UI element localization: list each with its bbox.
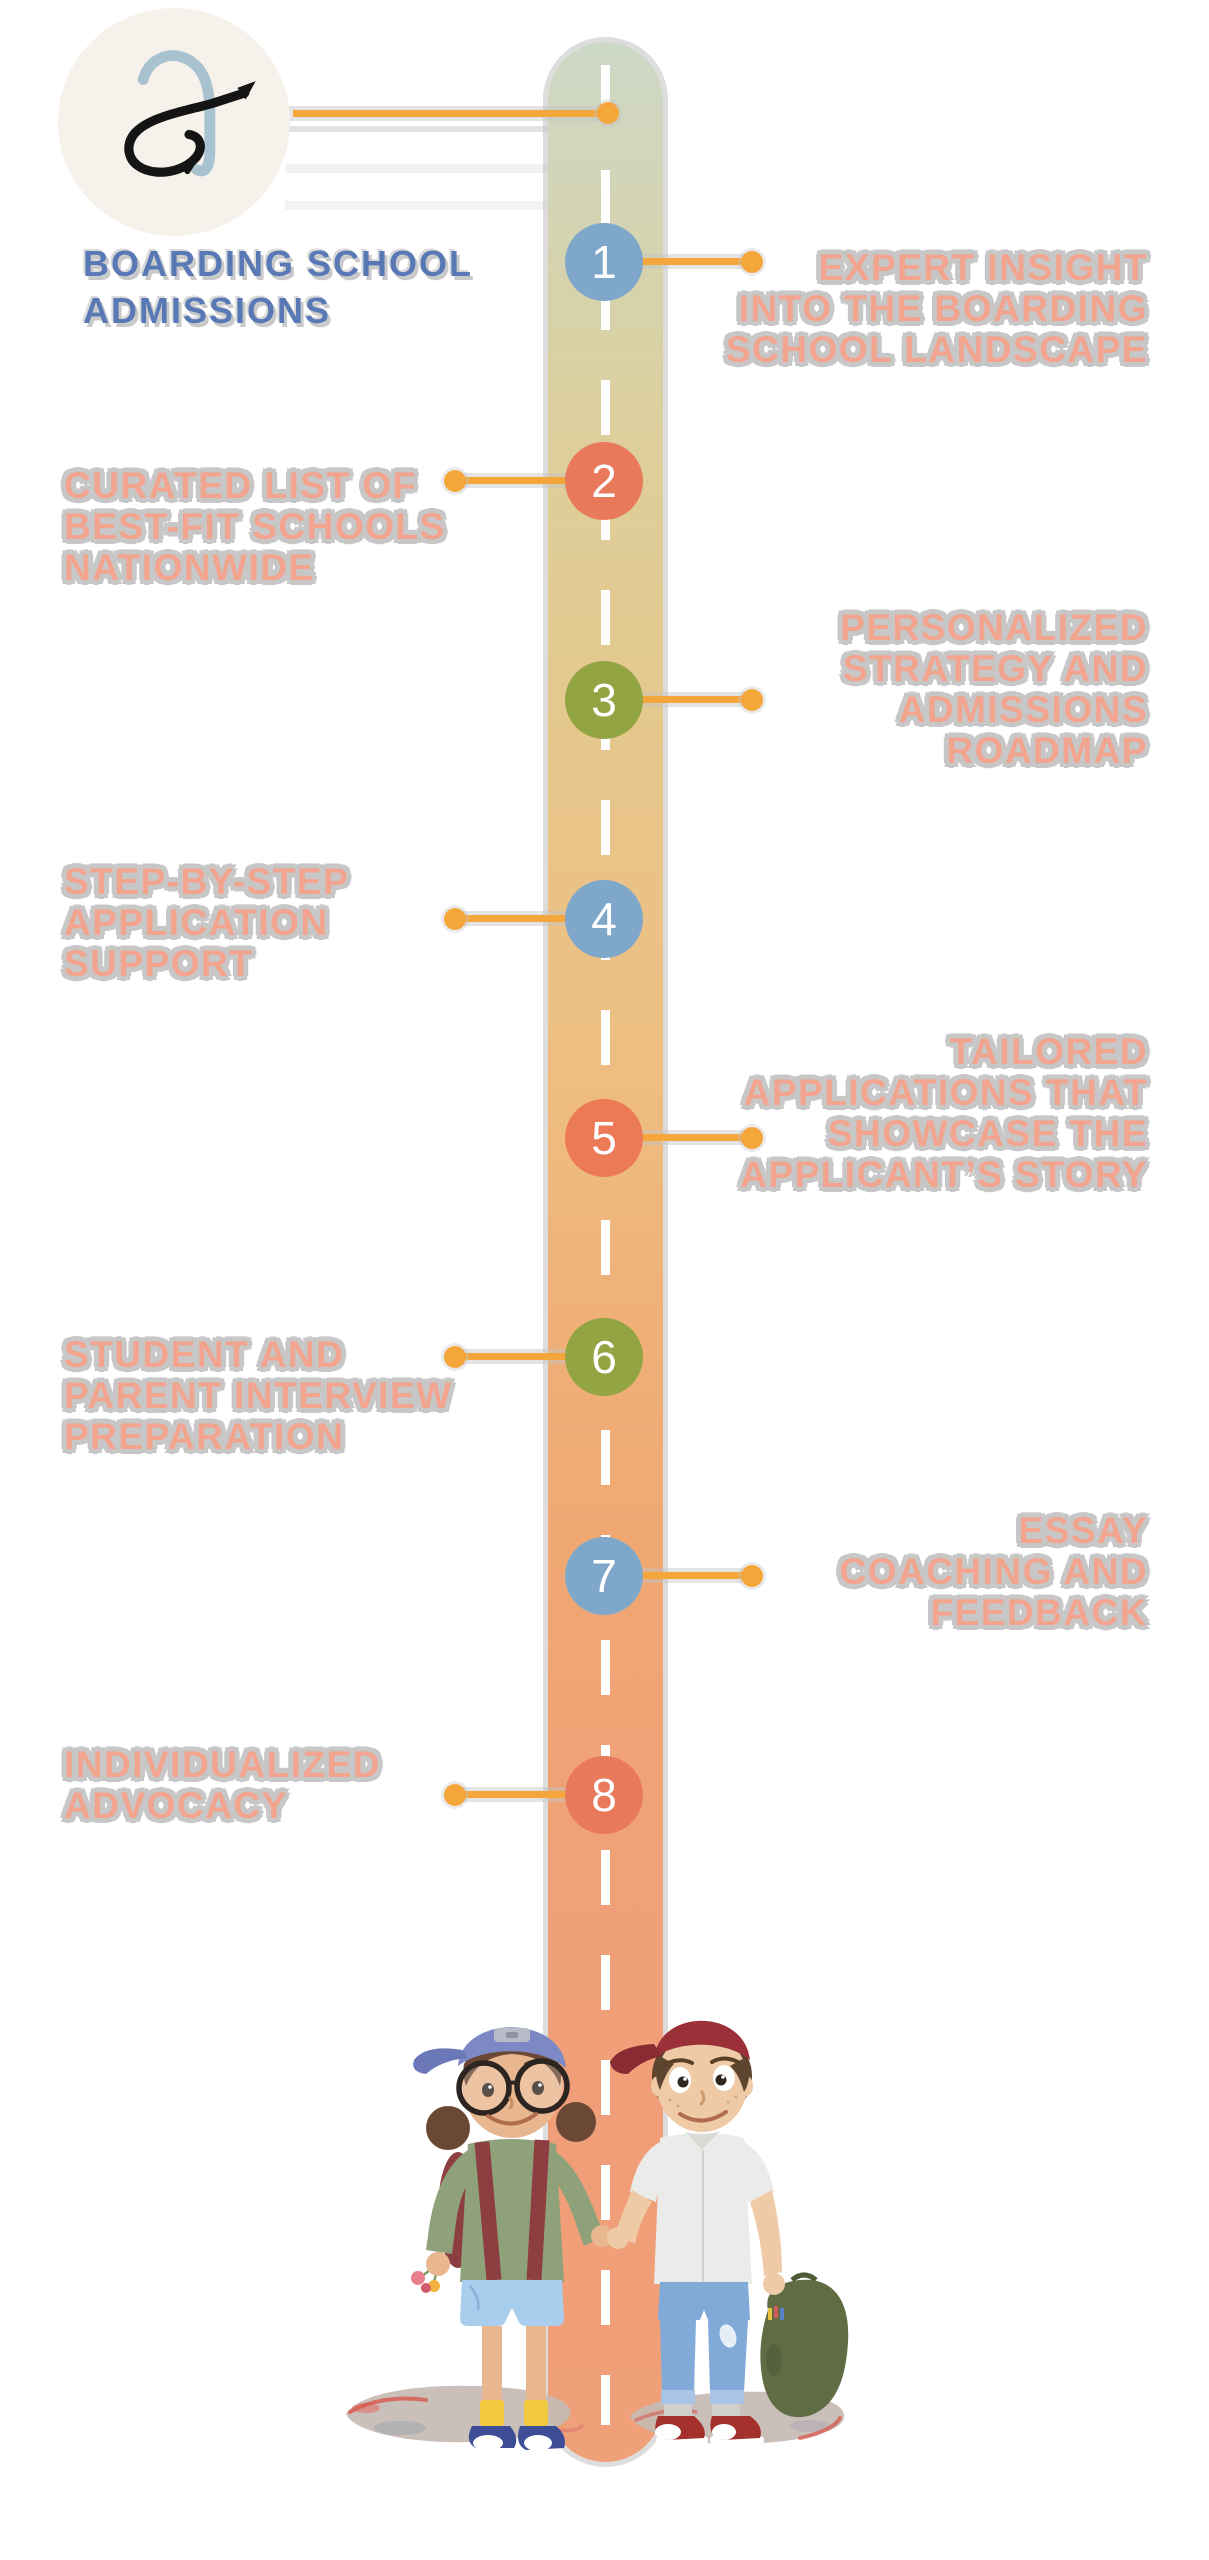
step-3-connector <box>600 696 752 703</box>
step-4-number: 4 <box>591 893 617 945</box>
step-1-connector-dot <box>741 251 763 273</box>
step-7-connector-dot <box>741 1565 763 1587</box>
step-7-label: ESSAY COACHING AND FEEDBACK <box>839 1510 1148 1633</box>
step-5-connector-dot <box>741 1127 763 1149</box>
step-6-marker: 6 <box>565 1318 643 1396</box>
step-7-connector <box>600 1572 752 1579</box>
step-7-number: 7 <box>591 1550 617 1602</box>
step-3-label: PERSONALIZED STRATEGY AND ADMISSIONS ROA… <box>840 607 1148 771</box>
step-1-connector <box>600 258 752 265</box>
step-5-number: 5 <box>591 1112 617 1164</box>
step-2-connector-dot <box>444 470 466 492</box>
step-4-connector-dot <box>444 908 466 930</box>
logo-connector-line <box>293 110 608 117</box>
step-1-number: 1 <box>591 236 617 288</box>
step-1-label: EXPERT INSIGHT INTO THE BOARDING SCHOOL … <box>725 247 1148 370</box>
step-6-connector <box>455 1353 610 1360</box>
decorative-line <box>285 201 548 210</box>
step-2-number: 2 <box>591 455 617 507</box>
step-1-marker: 1 <box>565 223 643 301</box>
step-8-marker: 8 <box>565 1756 643 1834</box>
step-5-marker: 5 <box>565 1099 643 1177</box>
step-4-label: STEP-BY-STEP APPLICATION SUPPORT <box>64 861 350 984</box>
step-8-number: 8 <box>591 1769 617 1821</box>
road-center-dashed-line <box>601 65 610 2425</box>
step-3-marker: 3 <box>565 661 643 739</box>
step-6-number: 6 <box>591 1331 617 1383</box>
step-2-connector <box>455 477 610 484</box>
step-2-label: CURATED LIST OF BEST-FIT SCHOOLS NATIONW… <box>64 465 446 588</box>
step-4-marker: 4 <box>565 880 643 958</box>
step-3-number: 3 <box>591 674 617 726</box>
step-8-label: INDIVIDUALIZED ADVOCACY <box>64 1744 381 1826</box>
logo-connector-dot <box>597 102 619 124</box>
brand-title: BOARDING SCHOOL ADMISSIONS <box>83 243 473 331</box>
step-6-connector-dot <box>444 1346 466 1368</box>
step-7-marker: 7 <box>565 1537 643 1615</box>
step-8-connector <box>455 1791 610 1798</box>
step-6-label: STUDENT AND PARENT INTERVIEW PREPARATION <box>64 1334 453 1457</box>
decorative-line <box>285 126 548 132</box>
logo <box>58 8 290 236</box>
step-5-label: TAILORED APPLICATIONS THAT SHOWCASE THE … <box>740 1031 1148 1195</box>
step-5-connector <box>600 1134 752 1141</box>
step-8-connector-dot <box>444 1784 466 1806</box>
children-illustration <box>346 2020 849 2451</box>
step-2-marker: 2 <box>565 442 643 520</box>
decorative-line <box>285 164 548 173</box>
step-4-connector <box>455 915 610 922</box>
step-3-connector-dot <box>741 689 763 711</box>
logo-letter-a-pen-icon <box>124 50 256 177</box>
